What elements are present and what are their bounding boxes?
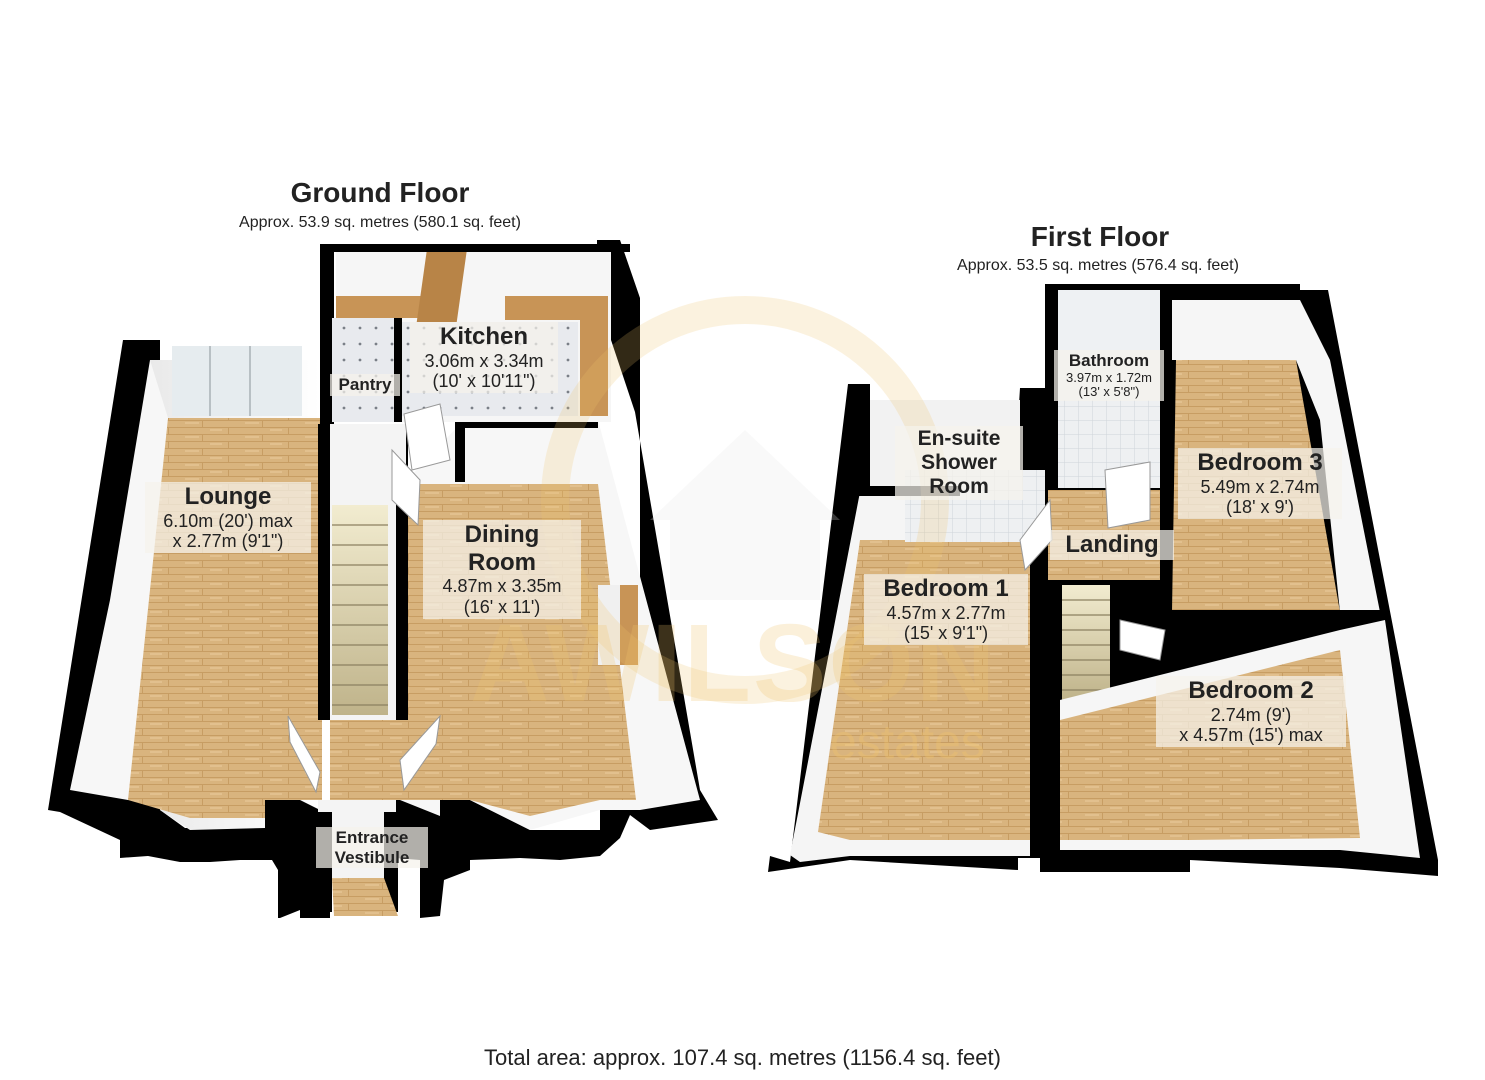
room-dimensions: 4.57m x 2.77m: [886, 602, 1006, 623]
room-pantry: Pantry: [330, 374, 400, 396]
room-dimensions: x 2.77m (9'1"): [172, 531, 284, 552]
room-name: Lounge: [184, 483, 272, 510]
room-name: Kitchen: [439, 323, 528, 350]
first-floor-title: First Floor: [1030, 221, 1170, 252]
room-name: Entrance: [335, 828, 409, 847]
watermark-sub: estates: [830, 716, 985, 769]
total-area: Total area: approx. 107.4 sq. metres (11…: [484, 1045, 1001, 1070]
room-dimensions: 3.97m x 1.72m: [1066, 369, 1152, 385]
room-dining: Dining Room 4.87m x 3.35m (16' x 11'): [423, 520, 581, 619]
room-bedroom-1: Bedroom 1 4.57m x 2.77m (15' x 9'1"): [864, 574, 1028, 645]
first-floor-area: Approx. 53.5 sq. metres (576.4 sq. feet): [957, 257, 1239, 274]
room-en-suite-shower: En-suite Shower Room: [895, 426, 1023, 501]
room-dimensions: 4.87m x 3.35m: [442, 576, 562, 597]
room-dimensions: 5.49m x 2.74m: [1200, 476, 1320, 497]
room-name: Bedroom 2: [1188, 677, 1314, 704]
room-name: Landing: [1065, 531, 1159, 558]
room-name: Vestibule: [334, 847, 410, 867]
room-dimensions: (15' x 9'1"): [903, 623, 989, 644]
room-bedroom-2: Bedroom 2 2.74m (9') x 4.57m (15') max: [1156, 676, 1346, 747]
ground-floor-plan: [48, 240, 718, 918]
room-dimensions: (10' x 10'11"): [432, 371, 536, 392]
room-kitchen: Kitchen 3.06m x 3.34m (10' x 10'11"): [410, 322, 558, 393]
room-dimensions: (18' x 9'): [1226, 497, 1294, 518]
room-dimensions: x 4.57m (15') max: [1179, 725, 1323, 746]
room-dimensions: 3.06m x 3.34m: [424, 350, 544, 371]
ground-floor-title: Ground Floor: [290, 177, 470, 208]
room-name: Pantry: [338, 375, 392, 394]
room-entrance-vestibule: Entrance Vestibule: [316, 827, 428, 869]
room-bedroom-3: Bedroom 3 5.49m x 2.74m (18' x 9'): [1178, 448, 1342, 519]
room-name: Bathroom: [1068, 351, 1150, 370]
room-name: Room: [468, 548, 536, 576]
room-dimensions: 2.74m (9'): [1210, 704, 1292, 725]
room-name: Bedroom 3: [1197, 449, 1323, 476]
room-dimensions: (16' x 11'): [463, 596, 541, 617]
room-bathroom: Bathroom 3.97m x 1.72m (13' x 5'8"): [1054, 350, 1164, 402]
room-lounge: Lounge 6.10m (20') max x 2.77m (9'1"): [145, 482, 311, 553]
ground-floor-area: Approx. 53.9 sq. metres (580.1 sq. feet): [239, 214, 521, 231]
room-dimensions: 6.10m (20') max: [163, 510, 293, 531]
room-name: Room: [929, 475, 989, 499]
room-name: Bedroom 1: [883, 575, 1009, 602]
room-name: Dining: [464, 521, 540, 548]
room-name: En-suite: [917, 427, 1001, 450]
room-dimensions: (13' x 5'8"): [1078, 384, 1140, 400]
room-name: Shower: [921, 451, 997, 475]
room-landing: Landing: [1050, 530, 1174, 560]
